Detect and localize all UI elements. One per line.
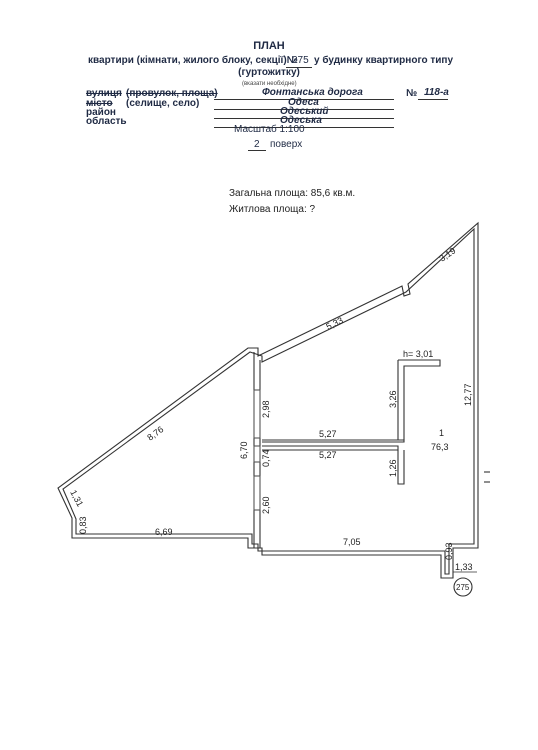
dim-partition-gap: 0,74 [261, 449, 271, 467]
city-alt-label: (селище, село) [126, 98, 200, 109]
partition-wall [253, 352, 261, 548]
dim-span-lower: 5,27 [319, 450, 337, 460]
door-lower [253, 475, 261, 511]
building-underline [418, 99, 448, 100]
street-label: вулиця [86, 88, 122, 99]
city-value: Одеса [288, 97, 319, 108]
district-underline [214, 118, 394, 119]
dim-corner-vertical: 0,93 [444, 542, 454, 560]
street-value: Фонтанська дорога [262, 87, 363, 98]
inner-wall [397, 359, 441, 485]
door-upper [253, 389, 261, 439]
region-label: область [86, 116, 127, 127]
living-area: Житлова площа: ? [229, 204, 316, 215]
district-value: Одеський [280, 106, 329, 117]
apartment-number: 275 [292, 55, 309, 66]
building-value: 118-а [424, 87, 449, 98]
outer-wall-inner [62, 227, 475, 575]
room-number: 1 [439, 428, 444, 438]
dim-top-right: 3,19 [437, 245, 457, 263]
apartment-marker-label: 275 [456, 583, 470, 592]
subtitle-suffix: у будинку квартирного типу [314, 55, 454, 66]
dim-inner-lower: 1,26 [388, 459, 398, 477]
hint-text: (вказати необхідне) [242, 81, 297, 87]
outer-wall [57, 221, 479, 579]
scale-label: Масштаб 1:100 [234, 124, 305, 135]
dim-partition-upper: 2,98 [261, 400, 271, 418]
building-label: № [406, 88, 418, 99]
dim-right-wall: 12,77 [463, 383, 473, 406]
region-value: Одеська [280, 115, 322, 126]
door-middle [253, 445, 261, 463]
dim-left-short: 1,31 [68, 488, 85, 508]
street-alt-label: (провулок, площа) [126, 88, 218, 99]
dim-top-middle: 5,33 [324, 315, 344, 332]
floor-underline [248, 150, 266, 151]
floor-number: 2 [254, 139, 260, 150]
dim-partition-total: 6,70 [239, 441, 249, 459]
subtitle-prefix: квартири (кімнати, жилого блоку, секції)… [88, 55, 298, 66]
floor-label: поверх [270, 139, 303, 150]
street-underline [214, 99, 394, 100]
dim-left-bottom: 0,83 [78, 516, 88, 534]
apartment-marker-circle [453, 577, 473, 597]
total-area: Загальна площа: 85,6 кв.м. [229, 188, 356, 199]
city-label: місто [86, 98, 113, 109]
dim-span-upper: 5,27 [319, 429, 337, 439]
corridor-wall [262, 439, 405, 451]
region-underline [214, 127, 394, 128]
dim-corner-horizontal: 1,33 [455, 562, 473, 572]
city-underline [214, 109, 394, 110]
dim-partition-lower: 2,60 [261, 496, 271, 514]
subtitle-line2: (гуртожитку) [238, 67, 300, 78]
dim-bottom-left: 6,69 [155, 527, 173, 537]
dim-height: h= 3,01 [403, 349, 433, 359]
dim-bottom-right: 7,05 [343, 537, 361, 547]
district-label: район [86, 107, 116, 118]
apartment-number-underline [286, 67, 312, 68]
room-area: 76,3 [431, 442, 449, 452]
dim-inner-upper: 3,26 [388, 390, 398, 408]
plan-title: ПЛАН [253, 40, 285, 52]
